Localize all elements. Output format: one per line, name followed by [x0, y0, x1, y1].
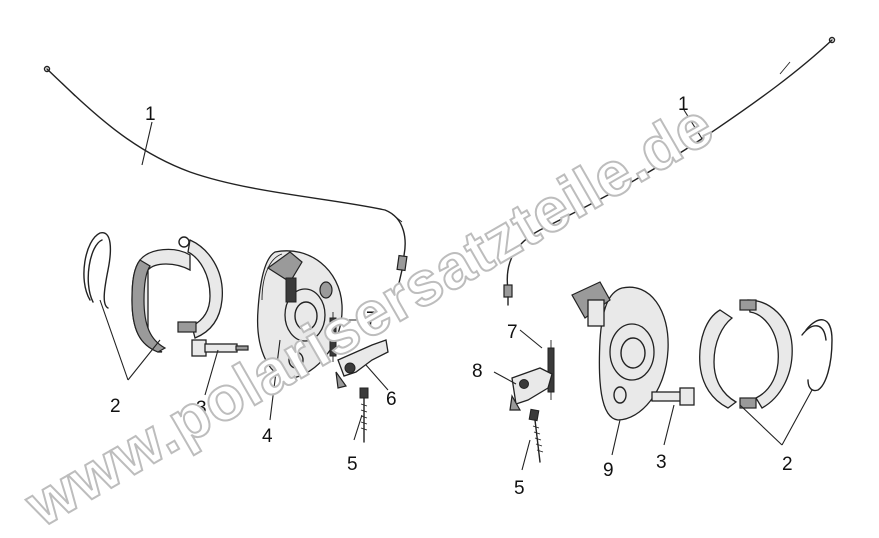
callout-left-5: 5 [347, 454, 358, 475]
callout-right-3: 3 [656, 452, 667, 473]
callout-right-1: 1 [678, 94, 689, 115]
callout-right-5: 5 [514, 478, 525, 499]
brake-cable-left [43, 65, 408, 284]
bolt-left [359, 387, 369, 443]
brake-cam-right [651, 387, 695, 406]
brake-shoe-left [131, 236, 223, 353]
callout-left-1: 1 [145, 104, 156, 125]
callout-left-6: 6 [386, 389, 397, 410]
leader-lines [99, 109, 813, 471]
brake-lever-right [509, 367, 553, 411]
brake-spring-left [83, 232, 112, 309]
callout-right-8: 8 [472, 361, 483, 382]
return-spring-left [329, 312, 337, 362]
callout-left-7: 7 [366, 309, 377, 330]
brake-shoe-right [699, 299, 793, 409]
brake-plate-right [571, 281, 669, 421]
callout-left-4: 4 [262, 426, 273, 447]
return-spring-right [547, 340, 555, 400]
callout-left-3: 3 [196, 398, 207, 419]
bolt-right [528, 408, 544, 463]
callout-left-2: 2 [110, 396, 121, 417]
brake-spring-right [801, 319, 833, 392]
callout-right-7: 7 [507, 322, 518, 343]
brake-cable-right [503, 36, 836, 306]
brake-cam-left [191, 339, 249, 357]
callout-right-9: 9 [603, 460, 614, 481]
brake-lever-left [335, 339, 389, 389]
callout-right-2: 2 [782, 454, 793, 475]
